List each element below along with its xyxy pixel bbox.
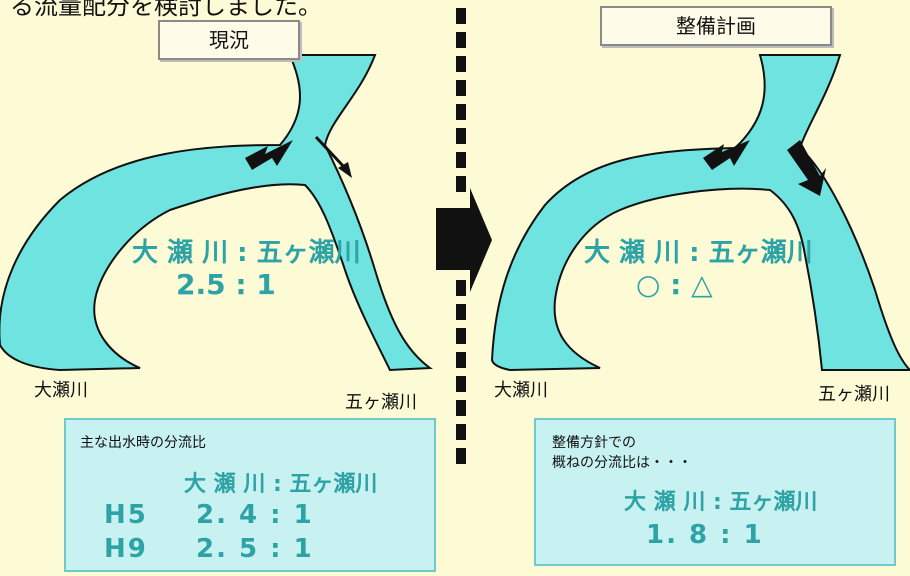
label-oose-left: 大瀬川 <box>34 380 88 401</box>
info-row-year: H5 <box>104 500 148 530</box>
transition-arrow <box>436 188 492 292</box>
arrow-left-to-gokase-line <box>314 135 347 170</box>
info-row-year: H9 <box>104 534 148 564</box>
arrow-right-to-oose <box>703 140 750 170</box>
info-box-current: 主な出水時の分流比 大 瀬 川 : 五ヶ瀬川 H5 2. 4 : 1 H9 2.… <box>64 418 436 572</box>
info-value-plan: 1. 8 : 1 <box>646 520 764 550</box>
title-plan: 整備計画 <box>600 6 832 46</box>
info-header-current: 大 瀬 川 : 五ヶ瀬川 <box>184 472 378 497</box>
info-caption-plan-1: 整備方針での <box>552 435 636 451</box>
arrow-left-to-oose <box>245 140 293 170</box>
arrow-left-to-gokase-head <box>338 162 352 178</box>
label-gokase-right: 五ヶ瀬川 <box>818 384 890 405</box>
ratio-label-right: 大 瀬 川 : 五ヶ瀬川 <box>584 238 813 268</box>
panel-divider <box>456 8 466 464</box>
arrow-right-to-gokase <box>787 140 826 196</box>
title-current: 現況 <box>158 20 300 60</box>
ratio-values-right: ○ : △ <box>636 268 713 301</box>
label-oose-right: 大瀬川 <box>494 380 548 401</box>
info-row-value: 2. 4 : 1 <box>196 500 314 530</box>
info-header-plan: 大 瀬 川 : 五ヶ瀬川 <box>624 490 818 515</box>
label-gokase-left: 五ヶ瀬川 <box>345 392 417 413</box>
info-caption-plan-2: 概ねの分流比は・・・ <box>552 455 692 471</box>
info-box-plan: 整備方針での 概ねの分流比は・・・ 大 瀬 川 : 五ヶ瀬川 1. 8 : 1 <box>534 418 896 566</box>
info-caption-current: 主な出水時の分流比 <box>80 435 206 451</box>
intro-text-fragment: る流量配分を検討しました。 <box>10 0 322 20</box>
info-row-value: 2. 5 : 1 <box>196 534 314 564</box>
river-oose-right <box>490 54 910 372</box>
river-oose-left <box>0 54 433 372</box>
ratio-values-left: 2.5 : 1 <box>176 268 276 301</box>
ratio-label-left: 大 瀬 川 : 五ヶ瀬川 <box>132 238 361 268</box>
